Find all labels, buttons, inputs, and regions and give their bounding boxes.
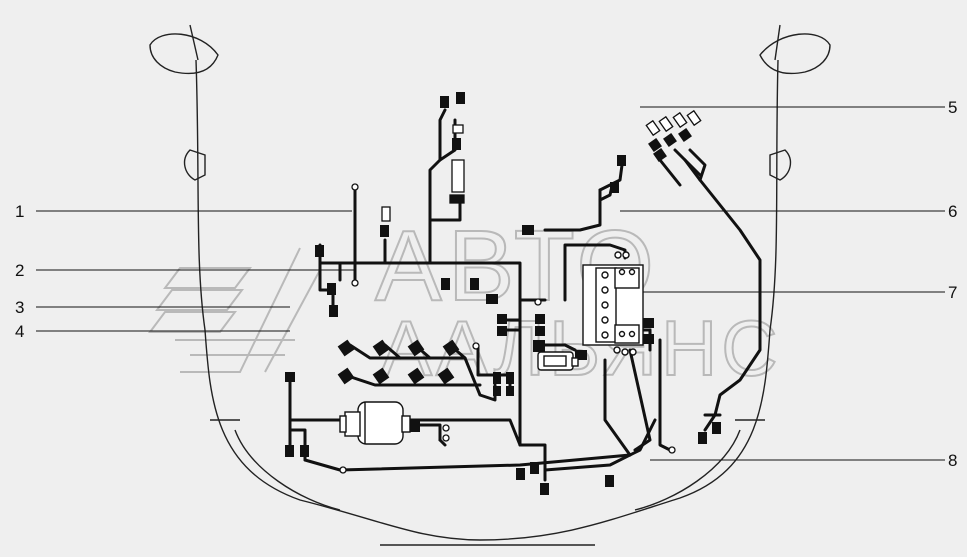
connector [452, 138, 461, 150]
vehicle-outline [149, 24, 831, 546]
battery [582, 251, 644, 356]
terminal [351, 279, 359, 287]
connector [698, 432, 707, 444]
connector [442, 339, 460, 357]
connector [497, 326, 507, 336]
connector [329, 305, 338, 317]
connector [643, 334, 654, 344]
watermark-line2: ААЛЬЯНС [380, 304, 782, 392]
connector-open [672, 111, 688, 129]
connector [315, 245, 324, 257]
connector-open [645, 119, 661, 137]
connector [380, 225, 389, 237]
terminal [472, 342, 480, 350]
relay-module [449, 124, 465, 204]
connector [372, 367, 390, 385]
connector [470, 278, 479, 290]
connector [653, 148, 667, 162]
leader-lines [36, 106, 945, 461]
connector [337, 339, 355, 357]
callout-3: 3 [15, 298, 24, 317]
terminal [668, 446, 676, 454]
terminal [351, 183, 359, 191]
connector [506, 372, 514, 384]
connector [493, 386, 501, 396]
connector [441, 278, 450, 290]
terminal [339, 466, 347, 474]
connector [610, 182, 619, 193]
connector [327, 283, 336, 295]
connector [605, 475, 614, 487]
connector [337, 367, 355, 385]
connector [663, 133, 677, 147]
connector [493, 372, 501, 384]
connector [648, 138, 662, 152]
connector [712, 422, 721, 434]
callout-5: 5 [948, 98, 957, 117]
connector [535, 326, 545, 336]
terminal [442, 424, 450, 432]
callout-4: 4 [15, 322, 24, 341]
horn [537, 351, 579, 371]
connector [506, 386, 514, 396]
connector [407, 367, 425, 385]
connector [486, 294, 498, 304]
connector [678, 128, 692, 142]
connector [533, 340, 545, 352]
connector [516, 468, 525, 480]
connector-open [686, 109, 702, 127]
watermark-logo [148, 247, 321, 373]
callout-7: 7 [948, 283, 957, 302]
connector-open [658, 115, 674, 133]
connectors [285, 92, 721, 495]
connector [535, 314, 545, 324]
connector [497, 314, 507, 324]
connector [437, 367, 455, 385]
terminal [442, 434, 450, 442]
connector [540, 483, 549, 495]
connector [372, 339, 390, 357]
connector [440, 96, 449, 108]
callout-6: 6 [948, 202, 957, 221]
generator [339, 401, 411, 445]
connector [300, 445, 309, 457]
callout-8: 8 [948, 451, 957, 470]
open-connectors [339, 109, 702, 474]
connector [530, 462, 539, 474]
connector [285, 372, 295, 382]
connector [575, 350, 587, 360]
connector [285, 445, 294, 457]
connector [617, 155, 626, 166]
connector [643, 318, 654, 328]
callout-labels: 1 2 3 4 5 6 7 8 [15, 98, 957, 470]
connector-open [381, 206, 391, 222]
connector [407, 339, 425, 357]
terminal [534, 298, 542, 306]
connector [456, 92, 465, 104]
connector [522, 225, 534, 235]
callout-2: 2 [15, 261, 24, 280]
watermark: АВТО ААЛЬЯНС [148, 209, 782, 393]
callout-1: 1 [15, 202, 24, 221]
connector [408, 420, 420, 432]
